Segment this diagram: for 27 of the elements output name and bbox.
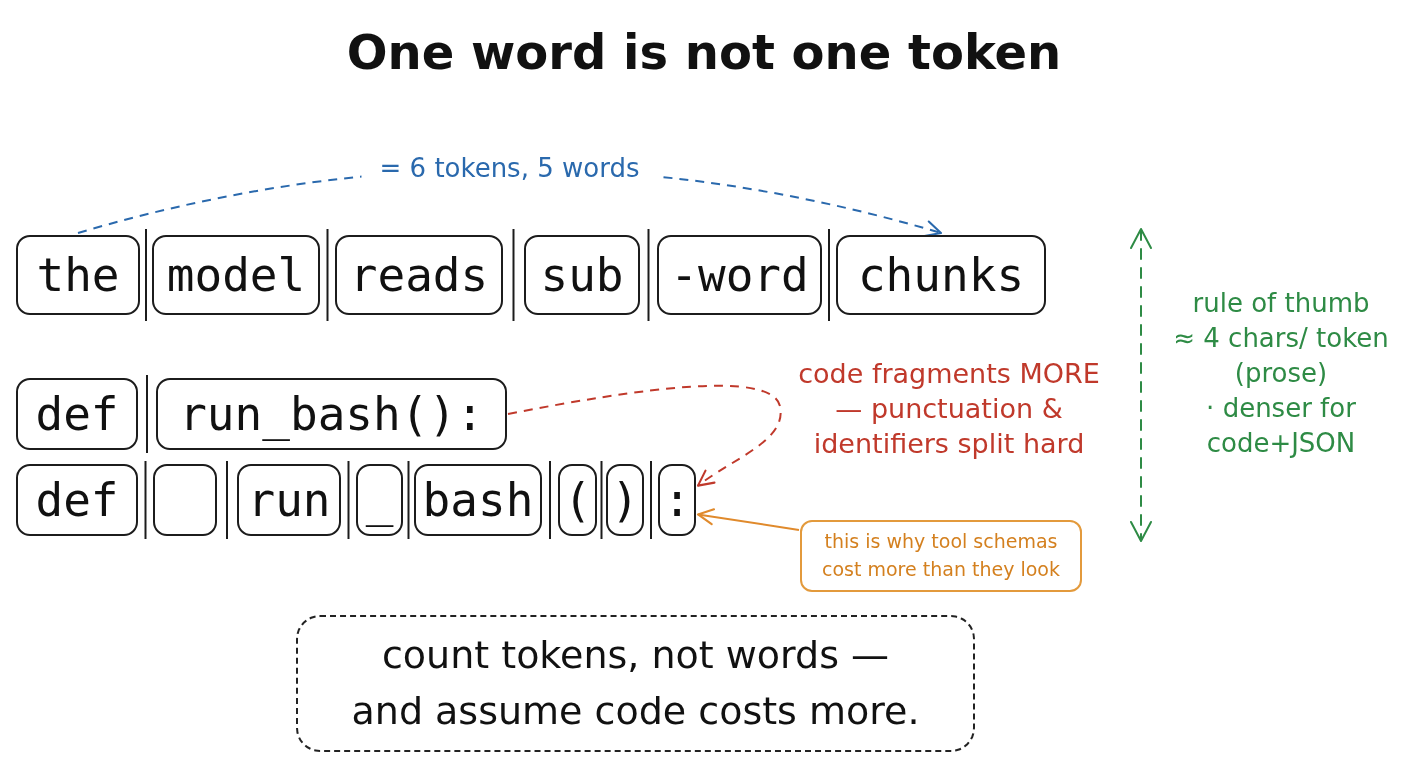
- edge-label: code fragments MORE — punctuation & identifiers split hard: [797, 357, 1101, 462]
- token-box: ): [606, 464, 644, 536]
- token-box: reads: [335, 235, 503, 315]
- summary-box: count tokens, not words — and assume code costs more.: [296, 615, 975, 752]
- note-text: · denser for code+JSON: [1205, 392, 1357, 460]
- note-text: rule of thumb: [1192, 287, 1370, 320]
- arrow: [77, 168, 943, 238]
- edge-label: = 6 tokens, 5 words: [378, 152, 641, 186]
- token-box: (: [558, 464, 597, 536]
- token-box: the: [16, 235, 140, 315]
- token-box: chunks: [836, 235, 1046, 315]
- token-box: -word: [657, 235, 822, 315]
- token-box: run_bash():: [156, 378, 507, 450]
- note-text: ≈ 4 chars/ token (prose): [1172, 322, 1390, 390]
- note-box: this is why tool schemas cost more than they look: [800, 520, 1082, 592]
- token-box: bash: [414, 464, 542, 536]
- token-box: _: [356, 464, 403, 536]
- token-box: sub: [524, 235, 640, 315]
- page-title: One word is not one token: [346, 24, 1062, 82]
- token-box: model: [152, 235, 320, 315]
- token-box: def: [16, 464, 138, 536]
- token-box: [153, 464, 217, 536]
- arrow: [696, 508, 800, 531]
- arrow: [507, 384, 782, 487]
- token-box: run: [237, 464, 341, 536]
- token-box: :: [658, 464, 696, 536]
- token-box: def: [16, 378, 138, 450]
